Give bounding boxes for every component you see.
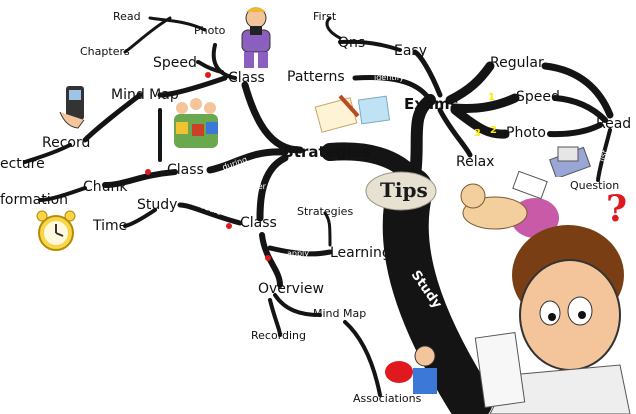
node-recording[interactable]: Recording <box>251 329 307 342</box>
node-learning[interactable]: Learning <box>330 245 391 261</box>
node-read-top[interactable]: Read <box>113 10 141 23</box>
node-mind-map-left[interactable]: Mind Map <box>111 87 179 103</box>
number-three: 3 <box>474 128 481 139</box>
branch-after <box>256 154 289 222</box>
node-qns[interactable]: Qns <box>338 35 366 51</box>
node-strategies-small[interactable]: Strategies <box>297 205 354 218</box>
node-patterns[interactable]: Patterns <box>287 69 345 85</box>
balloon-man-illustration <box>385 345 437 394</box>
node-speed-top[interactable]: Speed <box>153 55 197 71</box>
node-class-bottom[interactable]: Class <box>240 215 277 231</box>
number-two: 2 <box>490 125 497 136</box>
node-read-right[interactable]: Read <box>596 116 632 132</box>
node-regular[interactable]: Regular <box>490 55 544 71</box>
node-question[interactable]: Question <box>570 179 620 192</box>
student-reading-illustration <box>474 225 631 414</box>
papers-illustration <box>314 94 390 133</box>
node-class-top[interactable]: Class <box>228 70 265 86</box>
node-speed-right[interactable]: Speed <box>516 89 560 105</box>
node-photo-right[interactable]: Photo <box>506 125 546 141</box>
node-relax[interactable]: Relax <box>456 154 495 170</box>
recorder-illustration <box>59 86 85 129</box>
node-study-left[interactable]: Study <box>137 197 178 213</box>
students-illustration <box>174 98 218 148</box>
node-chapters[interactable]: Chapters <box>80 45 130 58</box>
relaxing-cat-illustration <box>460 170 559 238</box>
node-time[interactable]: Time <box>93 218 128 234</box>
node-overview[interactable]: Overview <box>258 281 324 297</box>
branch-before <box>241 81 304 154</box>
node-exams[interactable]: Exams <box>404 95 459 113</box>
node-chunk[interactable]: Chunk <box>83 179 128 195</box>
branch-tips-exams <box>409 94 436 181</box>
node-information[interactable]: formation <box>0 192 69 208</box>
branch-during <box>206 148 289 174</box>
center-node-strategies[interactable]: Strategies <box>283 143 371 161</box>
photographer-illustration <box>241 7 271 68</box>
node-lecture[interactable]: ecture <box>0 156 45 172</box>
node-first[interactable]: First <box>313 10 337 23</box>
tips-oval <box>365 171 437 211</box>
connector-after: after <box>247 182 266 191</box>
alarm-clock-illustration <box>36 210 76 251</box>
connector-identify: identify <box>374 73 405 82</box>
number-one: 1 <box>488 92 495 103</box>
node-associations[interactable]: Associations <box>353 392 422 405</box>
node-record[interactable]: Record <box>42 135 91 151</box>
question-mark-icon: ? <box>606 188 628 230</box>
node-easy[interactable]: Easy <box>394 43 428 59</box>
node-class-left[interactable]: Class <box>167 162 204 178</box>
node-mind-map-bottom[interactable]: Mind Map <box>313 307 367 320</box>
study-trunk <box>382 167 493 414</box>
connector-apply: apply <box>287 249 310 258</box>
node-photo-top[interactable]: Photo <box>194 24 226 37</box>
books-illustration <box>549 146 591 177</box>
tips-node[interactable]: Tips <box>380 178 428 202</box>
